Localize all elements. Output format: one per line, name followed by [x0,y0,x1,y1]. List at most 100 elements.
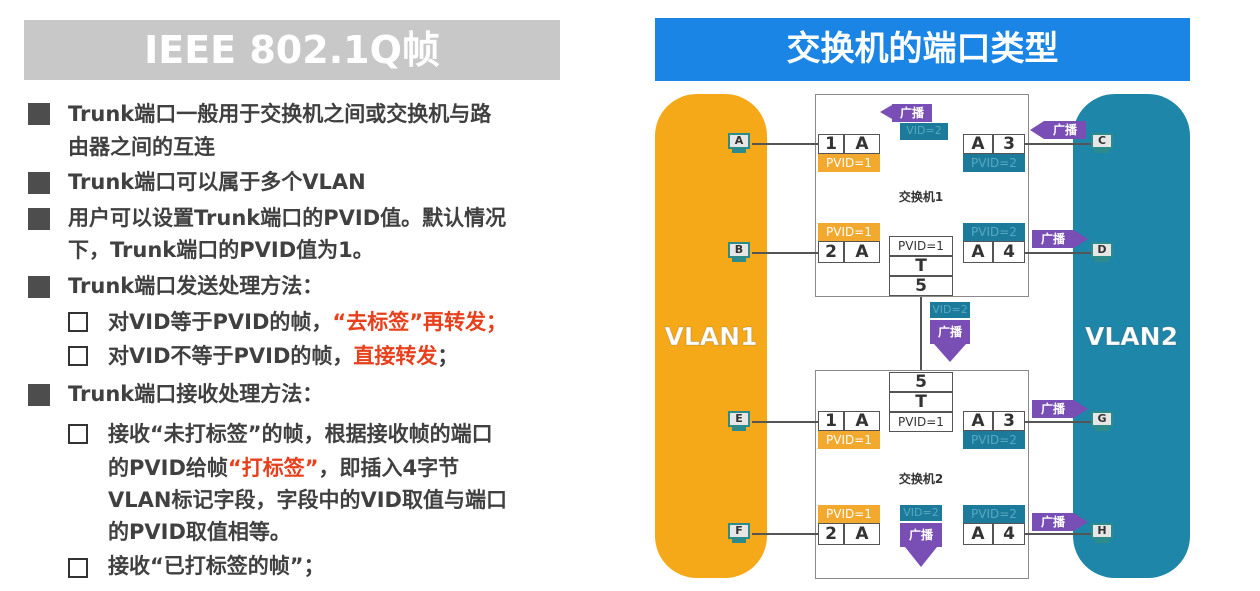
pc-c-icon: C [1091,133,1115,159]
slide-title: IEEE 802.1Q帧 [144,28,440,72]
sub-item-send-unequal: 对VID不等于PVID的帧，直接转发； [108,344,459,368]
port-number: 3 [993,134,1025,154]
recv-line: 接收“已打标签的帧”； [108,554,325,578]
pc-stand [1095,258,1109,262]
trunk-mode: T [889,256,953,276]
bullet-square-icon [28,172,50,194]
pc-e-icon: E [728,411,752,437]
checkbox-square-icon [68,558,88,578]
port-mode: A [844,134,880,154]
trunk-port-number: 5 [889,276,953,296]
broadcast-label: 广播 [1032,513,1074,531]
port-number: 1 [818,411,844,431]
recv-line: 的PVID取值相等。 [108,520,291,544]
recv-line: 的PVID给帧“打标签”，即插入4字节 [108,456,460,480]
bullet-text: 用户可以设置Trunk端口的PVID值。默认情况 [68,206,507,230]
broadcast-label: 广播 [1044,121,1086,139]
broadcast-label: 广播 [930,320,970,344]
vlan2-column [1073,94,1190,578]
pc-screen: A [728,133,750,149]
port-number: 3 [993,411,1025,431]
port-number: 4 [993,241,1025,263]
bullet-text: Trunk端口发送处理方法： [68,274,324,298]
pc-screen: E [728,411,750,427]
broadcast-label: 广播 [1032,400,1074,418]
diagram-title: 交换机的端口类型 [786,29,1059,69]
pc-stand [732,149,746,153]
broadcast-label: 广播 [900,523,942,547]
title-banner [24,20,560,80]
pc-g-icon: G [1091,411,1115,437]
link-b [752,252,818,254]
pvid-tag: PVID=1 [818,223,880,241]
link-h [1025,533,1091,535]
pc-stand [732,539,746,543]
bullet-text: 由器之间的互连 [68,135,215,159]
pc-screen: G [1091,411,1113,427]
bullet-square-icon [28,276,50,298]
pc-h-icon: H [1091,523,1115,549]
pc-stand [732,258,746,262]
port-mode: A [963,523,993,545]
port-number: 1 [818,134,844,154]
vlan2-label: VLAN2 [1085,322,1179,352]
vid-tag: VID=2 [900,123,948,140]
pc-d-icon: D [1091,242,1115,268]
bullet-square-icon [28,208,50,230]
link-c [1025,143,1091,145]
broadcast-label: 广播 [892,104,932,122]
port-mode: A [844,523,880,545]
switch-2-label: 交换机2 [898,472,944,486]
pc-stand [1095,149,1109,153]
pvid-tag: PVID=1 [818,154,880,172]
port-number: 2 [818,523,844,545]
pc-b-icon: B [728,242,752,268]
pvid-tag: PVID=1 [818,431,880,449]
broadcast-arrow-icon [1074,513,1088,531]
trunk-port-number: 5 [889,372,953,392]
bullet-text: Trunk端口一般用于交换机之间或交换机与路 [68,102,492,126]
broadcast-label: 广播 [1032,230,1074,248]
recv-line: 接收“未打标签”的帧，根据接收帧的端口 [108,422,493,446]
port-mode: A [963,241,993,263]
broadcast-arrow-icon [1074,400,1088,418]
pc-screen: C [1091,133,1113,149]
pc-stand [1095,427,1109,431]
pc-screen: D [1091,242,1113,258]
sub-item-send-equal: 对VID等于PVID的帧，“去标签”再转发； [108,310,507,334]
pvid-tag: PVID=2 [963,223,1025,241]
broadcast-arrow-icon [880,105,892,119]
port-mode: A [844,411,880,431]
pvid-tag: PVID=1 [818,505,880,523]
link-d [1025,252,1091,254]
port-number: 4 [993,523,1025,545]
checkbox-square-icon [68,312,88,332]
port-mode: A [963,411,993,431]
pc-f-icon: F [728,523,752,549]
pvid-tag: PVID=2 [963,431,1025,449]
checkbox-square-icon [68,346,88,366]
bullet-text: Trunk端口接收处理方法： [68,382,324,406]
bullet-square-icon [28,103,50,125]
broadcast-arrow-icon [1074,230,1088,248]
link-g [1025,421,1091,423]
trunk-link [920,297,922,370]
port-mode: A [844,241,880,263]
broadcast-arrow-icon [1030,121,1044,139]
vlan1-label: VLAN1 [664,322,758,352]
vlan1-column [655,94,767,578]
link-a [752,143,818,145]
link-e [752,421,818,423]
pvid-tag: PVID=2 [963,505,1025,523]
bullet-text: Trunk端口可以属于多个VLAN [68,170,366,194]
pvid-tag: PVID=2 [963,154,1025,172]
recv-line: VLAN标记字段，字段中的VID取值与端口 [108,488,507,512]
vid-tag: VID=2 [900,505,942,521]
pc-screen: B [728,242,750,258]
pc-stand [1095,539,1109,543]
link-f [752,533,818,535]
switch-1-label: 交换机1 [898,190,944,204]
broadcast-arrow-icon [934,344,966,362]
port-mode: A [963,134,993,154]
bullet-square-icon [28,384,50,406]
